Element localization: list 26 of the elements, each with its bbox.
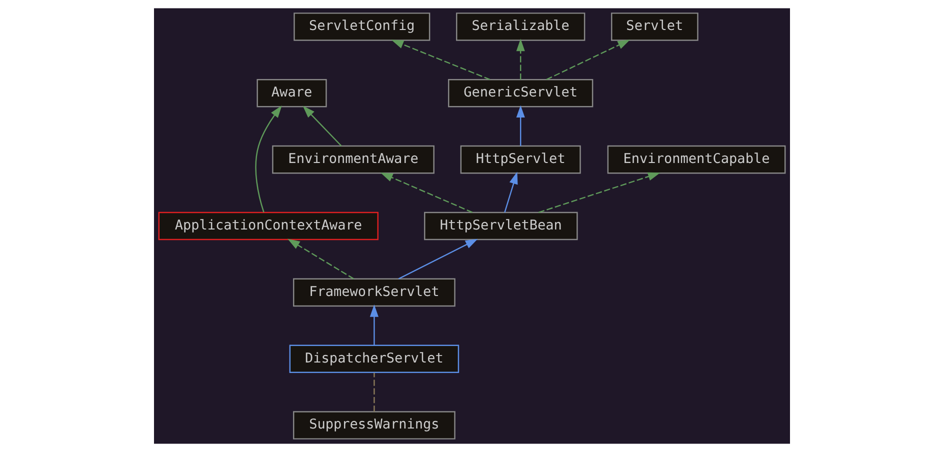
arrow (390, 40, 490, 80)
node-box: DispatcherServlet (288, 344, 459, 373)
arrow (254, 105, 282, 212)
node-box: Serializable (456, 12, 585, 41)
connector (373, 372, 374, 412)
node-box: HttpServletBean (424, 212, 578, 240)
node-box: FrameworkServlet (292, 278, 455, 307)
arrow (516, 105, 524, 146)
arrow (380, 172, 472, 213)
node-box: ApplicationContextAware (158, 212, 378, 240)
node-box: EnvironmentCapable (606, 145, 786, 174)
node-box: ServletConfig (293, 12, 430, 41)
arrow (538, 172, 660, 214)
arrow (369, 304, 378, 346)
node-box: SuppressWarnings (292, 411, 455, 440)
arrow (516, 38, 524, 80)
node-box: Aware (256, 79, 326, 108)
node-box: GenericServlet (448, 79, 593, 108)
arrow (546, 40, 630, 80)
node-box: Servlet (610, 12, 698, 41)
node-box: HttpServlet (460, 145, 580, 174)
arrow (302, 106, 342, 146)
arrow (504, 172, 518, 213)
node-box: EnvironmentAware (272, 145, 434, 174)
arrow (398, 238, 478, 280)
arrow (287, 238, 354, 280)
